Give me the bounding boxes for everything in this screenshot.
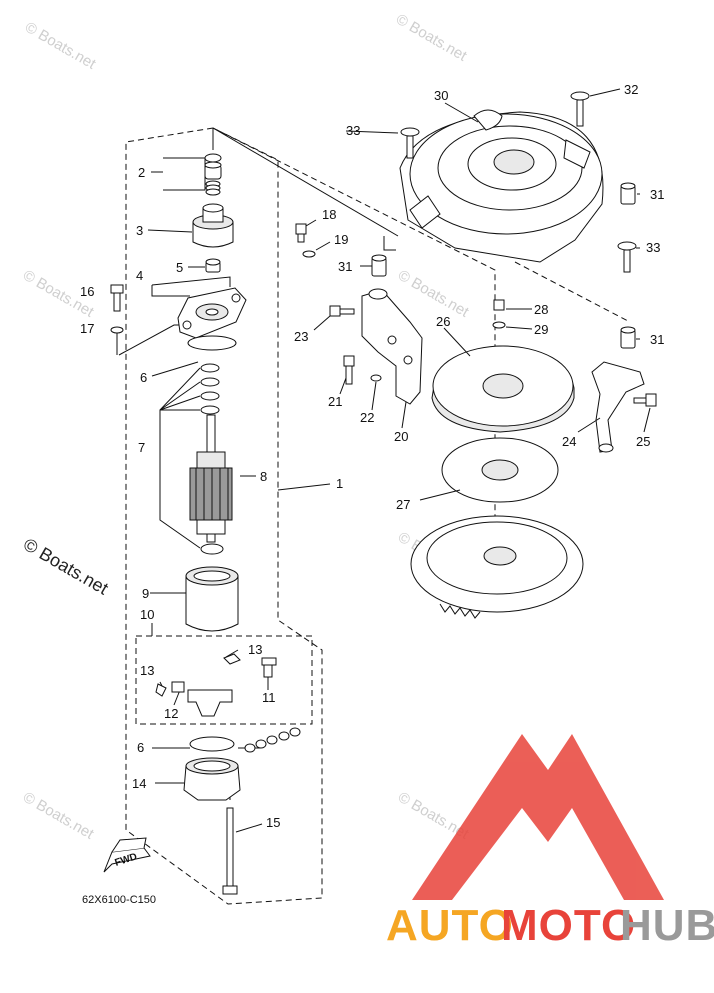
part-number-19: 19 <box>334 232 348 247</box>
part-number-9: 9 <box>142 586 149 601</box>
bolt-23-part <box>329 305 355 317</box>
part-number-21: 21 <box>328 394 342 409</box>
pulser-bracket-part <box>361 288 423 405</box>
part-number-15: 15 <box>266 815 280 830</box>
screw-18-part <box>295 223 307 243</box>
flywheel-rotor-part <box>410 515 584 619</box>
watermark: © Boats.net <box>22 19 99 73</box>
part-number-17: 17 <box>80 321 94 336</box>
washer-part <box>110 326 124 334</box>
alignment-line <box>514 261 631 323</box>
part-number-11: 11 <box>262 690 276 705</box>
bolt-part <box>110 284 124 312</box>
logo-text-auto: AUTO <box>386 901 514 950</box>
part-number-26: 26 <box>436 314 450 329</box>
part-number-33: 33 <box>646 240 660 255</box>
yoke-part <box>185 566 239 632</box>
bolt-33-part <box>400 127 420 159</box>
leader-line <box>212 127 399 237</box>
part-number-27: 27 <box>396 497 410 512</box>
part-number-33: 33 <box>346 123 360 138</box>
collar-31-part <box>620 326 636 349</box>
collar-31-part <box>620 182 636 205</box>
leader-line <box>383 236 396 251</box>
bushing-part <box>205 258 221 273</box>
armature-part <box>189 414 233 543</box>
bolt-25-part <box>633 393 657 407</box>
logo-text-moto: MOTO <box>501 901 636 950</box>
part-number-1: 1 <box>336 476 343 491</box>
part-number-3: 3 <box>136 223 143 238</box>
pinion-gear-part <box>192 203 234 248</box>
part-number-25: 25 <box>636 434 650 449</box>
through-bolt-part <box>222 807 238 895</box>
forward-arrow-icon <box>103 837 151 873</box>
part-number-16: 16 <box>80 284 94 299</box>
part-number-20: 20 <box>394 429 408 444</box>
part-number-23: 23 <box>294 329 308 344</box>
brush-holder-part <box>155 653 277 717</box>
brush-holder-outline <box>135 635 313 725</box>
side-watermark: © Boats.net <box>20 534 112 598</box>
part-number-labels: 1 2 3 4 5 6 7 8 9 10 11 12 13 13 6 14 15… <box>80 82 664 830</box>
bolt-33-part <box>617 241 637 273</box>
part-number-6: 6 <box>140 370 147 385</box>
part-number-30: 30 <box>434 88 448 103</box>
leader-lines-right <box>305 88 651 501</box>
bolt-21-part <box>343 355 355 385</box>
upper-bracket-part <box>177 287 247 339</box>
washer-29-part <box>492 321 506 329</box>
thrust-washer-part <box>200 543 224 555</box>
bolt-32-part <box>570 91 590 127</box>
nut-washer-set-part <box>244 727 301 753</box>
washer-set-part <box>200 363 220 415</box>
automotohub-logo: AUTO MOTO HUB <box>386 734 714 950</box>
lower-bracket-part <box>183 757 241 801</box>
part-number-18: 18 <box>322 207 336 222</box>
part-number-13: 13 <box>248 642 262 657</box>
part-number-13: 13 <box>140 663 154 678</box>
o-ring-lower-part <box>189 736 235 752</box>
part-number-7: 7 <box>138 440 145 455</box>
part-number-31: 31 <box>338 259 352 274</box>
flywheel-cover-part <box>399 109 604 263</box>
part-number-22: 22 <box>360 410 374 425</box>
watermark: © Boats.net <box>393 11 470 65</box>
leader-line <box>277 483 331 491</box>
bracket-24-part <box>591 361 645 453</box>
part-number-28: 28 <box>534 302 548 317</box>
spring-part <box>205 180 221 196</box>
part-number-6: 6 <box>137 740 144 755</box>
washer-19-part <box>302 250 316 258</box>
o-ring-part <box>187 335 237 351</box>
circlip-part <box>204 153 222 163</box>
watermark: © Boats.net <box>395 267 472 321</box>
logo-text-hub: HUB <box>620 901 714 950</box>
part-number-32: 32 <box>624 82 638 97</box>
washer-22-part <box>370 374 382 382</box>
part-number-2: 2 <box>138 165 145 180</box>
part-number-24: 24 <box>562 434 576 449</box>
part-number-14: 14 <box>132 776 146 791</box>
part-number-10: 10 <box>140 607 154 622</box>
starter-assembly-outline <box>125 127 323 905</box>
part-number-31: 31 <box>650 332 664 347</box>
diagram-code: 62X6100-C150 <box>82 894 156 906</box>
plate-27-part <box>441 437 559 503</box>
part-number-12: 12 <box>164 706 178 721</box>
part-number-4: 4 <box>136 268 143 283</box>
flywheel-plate-part <box>431 345 575 433</box>
watermark: © Boats.net <box>20 789 97 843</box>
collar-part <box>204 161 222 180</box>
part-number-29: 29 <box>534 322 548 337</box>
part-number-5: 5 <box>176 260 183 275</box>
part-number-31: 31 <box>650 187 664 202</box>
bolt-28-part <box>493 299 505 311</box>
logo-mark-icon <box>412 734 664 900</box>
part-number-8: 8 <box>260 469 267 484</box>
collar-31-part <box>371 254 387 277</box>
